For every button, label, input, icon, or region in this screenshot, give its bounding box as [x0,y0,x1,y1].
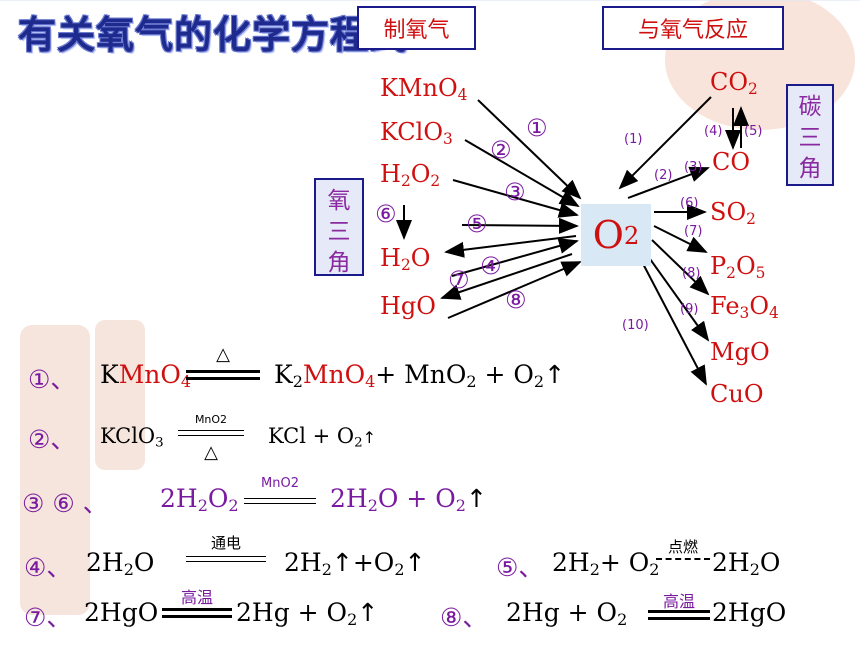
marker-r4: (4) [704,124,723,139]
marker-1: ① [526,114,548,142]
eq7-condition: 高温 [180,588,213,607]
co-label: CO [712,148,751,176]
eq2-number: ②、 [28,425,76,454]
eq2-reactant: KClO3 [100,424,164,451]
eq4-equals [186,556,266,562]
h2o2-label: H2O2 [380,160,441,190]
marker-r5: (5) [744,124,763,139]
eq5-equals [656,558,710,560]
kmno4-label: KMnO4 [380,74,468,104]
kclo3-label: KClO3 [380,118,453,148]
eq7-products: 2Hg + O2↑ [236,598,379,629]
hgo-label: HgO [380,292,436,320]
eq5-condition: 点燃 [667,538,698,556]
marker-3: ③ [504,178,526,206]
oxygen-triangle-box: 氧三角 [314,178,364,276]
marker-r7: (7) [684,224,703,239]
eq4-products: 2H2↑+O2↑ [284,548,426,579]
eq4-reactant: 2H2O [86,548,155,579]
marker-7: ⑦ [448,266,470,294]
eq8-equals [648,610,710,620]
marker-r8: (8) [682,266,701,281]
eq8-condition: 高温 [662,592,695,611]
eq2-condition-top: MnO2 [194,413,228,426]
mgo-label: MgO [710,338,770,366]
eq3-reactant: 2H2O2 [160,484,239,515]
eq5-number: ⑤、 [496,553,544,582]
marker-4: ④ [480,252,502,280]
eq2-condition-bottom: △ [204,442,218,463]
eq7-equals [162,608,232,618]
eq3-products: 2H2O + O2↑ [330,484,487,515]
eq1-condition: △ [216,344,230,365]
eq4-condition: 通电 [210,534,241,552]
eq7-reactant: 2HgO [84,598,159,627]
marker-5: ⑤ [466,210,488,238]
marker-r9: (9) [680,302,699,317]
marker-r3: (3) [684,160,703,175]
eq8-number: ⑧、 [440,603,488,632]
co2-label: CO2 [710,68,758,98]
p2o5-label: P2O5 [710,252,766,282]
marker-r1: (1) [624,132,643,147]
eq1-equals [186,370,260,380]
page-title: 有关氧气的化学方程式 [18,13,409,57]
h2o-label: H2O [380,244,431,274]
marker-2: ② [490,136,512,164]
react-oxygen-box: 与氧气反应 [602,6,784,50]
carbon-triangle-box: 碳三角 [786,84,834,186]
eq5-reactant: 2H2+ O2 [552,548,660,579]
eq1-products: K2MnO4+ MnO2 + O2↑ [274,360,566,391]
marker-r2: (2) [654,168,673,183]
marker-r6: (6) [680,196,699,211]
fe3o4-label: Fe3O4 [710,292,779,322]
eq5-product: 2H2O [712,548,781,579]
marker-r10: (10) [622,318,649,333]
eq1-reactant: KMnO4 [100,360,192,391]
eq3-number: ③ ⑥ 、 [22,489,108,518]
eq7-number: ⑦、 [24,603,72,632]
eq4-number: ④、 [24,553,72,582]
marker-8: ⑧ [505,286,527,314]
eq2-products: KCl + O2↑ [268,424,377,451]
eq3-condition: MnO2 [261,476,299,491]
eq3-equals [244,498,316,504]
cuo-label: CuO [710,380,764,408]
eq8-product: 2HgO [712,598,787,627]
make-oxygen-box: 制氧气 [357,6,476,50]
marker-6: ⑥ [375,200,397,228]
eq8-reactant: 2Hg + O2 [506,598,628,629]
eq2-equals [178,430,244,436]
so2-label: SO2 [710,198,756,228]
eq1-number: ①、 [28,365,76,394]
